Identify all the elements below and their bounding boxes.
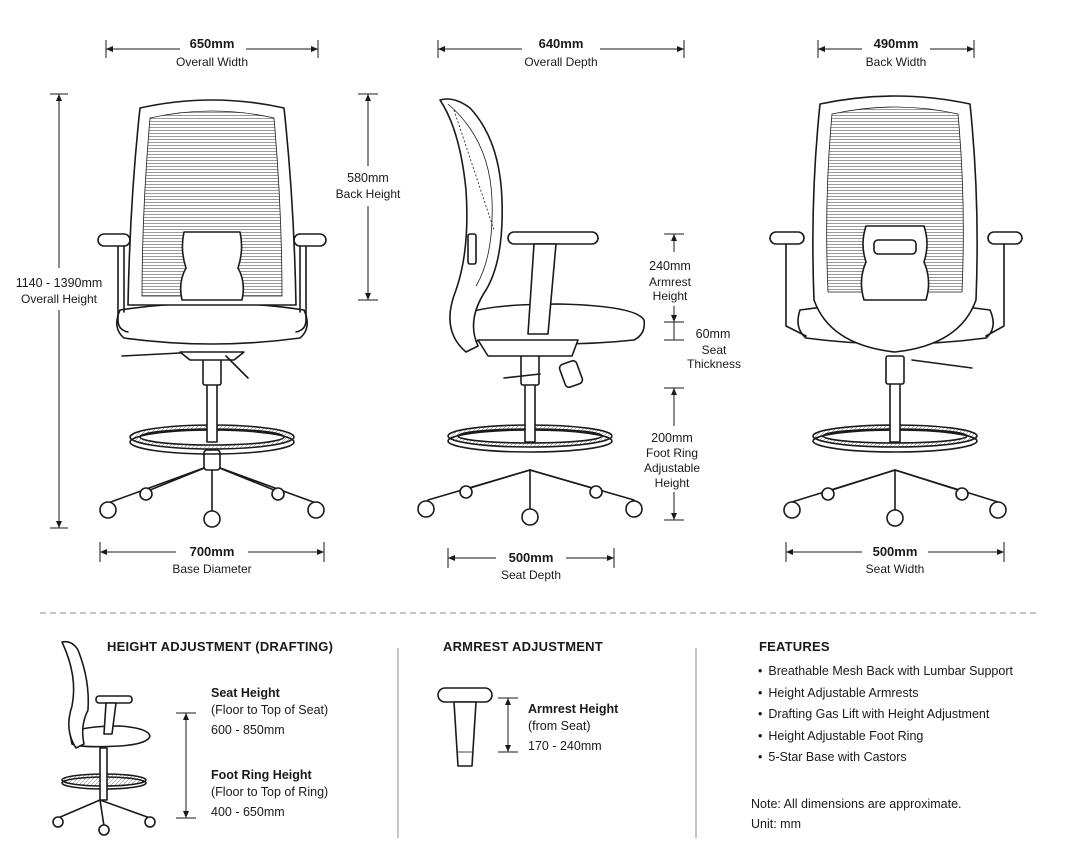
feature-item: Breathable Mesh Back with Lumbar Support [758,661,1013,683]
feature-item: Height Adjustable Armrests [758,683,1013,705]
base-diameter-label: Base Diameter [172,562,251,576]
seat-thickness-label-line1: Seat [702,343,727,357]
armrest-height-title: Armrest Height [528,702,619,716]
back-height-value: 580mm [347,171,389,185]
seat-width-value: 500mm [873,544,918,559]
foot-ring-height-info: Foot Ring Height (Floor to Top of Ring) … [211,767,328,821]
seat-height-title: Seat Height [211,686,280,700]
back-base [783,469,1007,527]
seat-depth-label: Seat Depth [501,568,561,582]
side-depth-label: Overall Depth [524,55,597,69]
feature-item: 5-Star Base with Castors [758,747,1013,769]
seat-thickness-dimension: 60mm Seat Thickness [664,321,741,371]
armrest-adjust-arrow [498,697,518,753]
seat-height-sub: (Floor to Top of Seat) [211,703,329,717]
back-height-label: Back Height [336,187,401,201]
front-base [99,449,325,528]
base-diameter-value: 700mm [190,544,235,559]
armrest-height-sub: (from Seat) [528,719,591,733]
seat-width-label: Seat Width [866,562,925,576]
side-view-chair [417,98,646,526]
front-width-value: 650mm [190,36,235,51]
side-depth-dimension: 640mm Overall Depth [437,36,685,69]
foot-ring-adjust-value: 200mm [651,431,693,445]
back-width-label: Back Width [866,55,927,69]
front-width-dimension: 650mm Overall Width [105,36,319,69]
feature-item: Drafting Gas Lift with Height Adjustment [758,704,1013,726]
front-width-label: Overall Width [176,55,248,69]
dimensions-note: Note: All dimensions are approximate. [751,797,962,811]
front-view-chair [97,99,327,528]
foot-ring-height-range: 400 - 650mm [211,805,285,819]
back-height-dimension: 580mm Back Height [336,93,401,301]
back-width-value: 490mm [874,36,919,51]
feature-item: Height Adjustable Foot Ring [758,726,1013,748]
height-adjustment-title: HEIGHT ADJUSTMENT (DRAFTING) [107,639,334,654]
armrest-illustration [437,687,493,767]
foot-ring-adjust-dimension: 200mm Foot Ring Adjustable Height [644,387,700,521]
front-height-value: 1140 - 1390mm [16,276,103,290]
seat-depth-value: 500mm [509,550,554,565]
seat-width-dimension: 500mm Seat Width [785,542,1005,576]
seat-height-info: Seat Height (Floor to Top of Seat) 600 -… [211,685,328,739]
seat-thickness-value: 60mm [696,327,731,341]
foot-ring-height-sub: (Floor to Top of Ring) [211,785,329,799]
side-depth-value: 640mm [539,36,584,51]
height-adjust-arrow [176,712,196,819]
side-base [417,469,643,526]
foot-ring-adjust-label-line2: Adjustable [644,461,700,475]
front-height-label: Overall Height [21,292,98,306]
back-width-dimension: 490mm Back Width [817,36,975,69]
features-title: FEATURES [759,639,830,654]
back-view-chair [769,95,1023,527]
seat-height-range: 600 - 850mm [211,723,285,737]
seat-thickness-label-line2: Thickness [687,357,741,371]
unit-note: Unit: mm [751,817,801,831]
armrest-height-label-line2: Height [653,289,688,303]
base-diameter-dimension: 700mm Base Diameter [99,542,325,576]
armrest-height-range: 170 - 240mm [528,739,602,753]
height-adjust-chair-illustration [52,640,156,836]
seat-depth-dimension: 500mm Seat Depth [447,548,615,582]
armrest-height-dimension: 240mm Armrest Height [649,233,692,323]
armrest-adjustment-title: ARMREST ADJUSTMENT [443,639,603,654]
foot-ring-adjust-label-line3: Height [655,476,690,490]
armrest-height-value: 240mm [649,259,691,273]
armrest-height-label-line1: Armrest [649,275,692,289]
foot-ring-height-title: Foot Ring Height [211,768,312,782]
features-list: Breathable Mesh Back with Lumbar Support… [758,661,1013,769]
front-height-dimension: 1140 - 1390mm Overall Height [16,93,103,529]
armrest-height-info: Armrest Height (from Seat) 170 - 240mm [528,701,618,755]
foot-ring-adjust-label-line1: Foot Ring [646,446,698,460]
